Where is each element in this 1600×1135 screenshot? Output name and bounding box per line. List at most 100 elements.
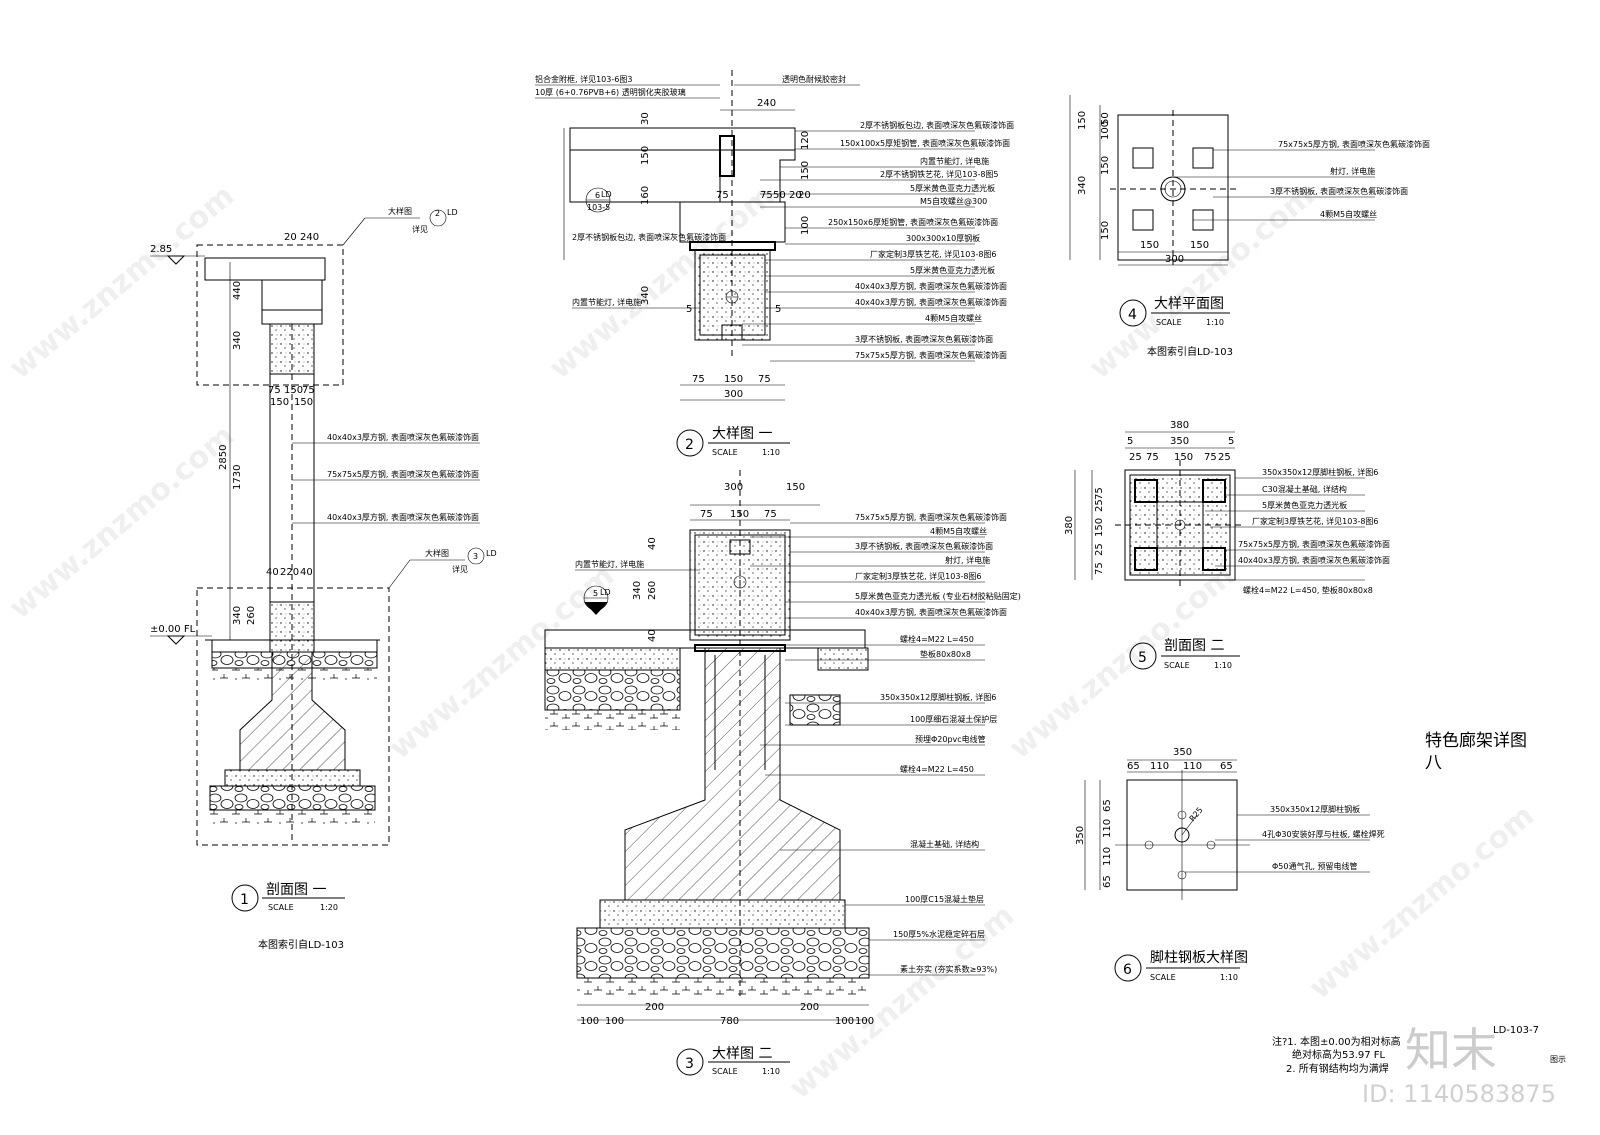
dim-text: 240 [757,98,776,109]
leader-note: 内置节能灯, 详电施 [575,559,644,569]
leader-note: 5厚米黄色亚克力透光板 [910,183,995,193]
detail-number-circle [1129,642,1157,670]
dim-text: 40 [266,567,279,578]
brand-logo: 知末 [1405,1023,1497,1077]
image-id: ID: 1140583875 [1362,1080,1556,1108]
drawing-number: LD-103-7 [1493,1025,1539,1036]
dim-text: 340 [632,581,643,600]
elevation-zero: ±0.00 FL [150,624,196,635]
sheet-title-line2: 八 [1425,753,1442,773]
dim-text: 5 [775,304,781,315]
watermark-text: www.znzmo.com [3,178,241,386]
leader-note: 内置节能灯, 详电施 [920,156,989,166]
leader-note: 5厚米黄色亚克力透光板 [910,265,995,275]
note-line: 绝对标高为53.97 FL [1292,1048,1386,1061]
dim-text: 65 [1102,799,1113,812]
leader-note: 4颗M5自攻螺丝 [1320,209,1377,219]
leader-note: 4孔Φ30安装好厚与柱板, 螺栓焊死 [1262,829,1385,839]
dim-text: 25 [1129,452,1142,463]
section-tag-sub: LD [600,588,611,597]
callout-box-bottom [196,587,390,846]
dim-text: 220 [280,567,299,578]
leader-note: 250x150x6厚矩钢管, 表面喷深灰色氟碳漆饰面 [828,217,998,227]
dim-text: 50 [773,190,786,201]
scale-label: SCALE [268,903,294,912]
watermark-text: www.znzmo.com [3,418,241,626]
dim-text: 20 [789,190,802,201]
scale-label: SCALE [1164,661,1190,670]
detail-5-section: 380 350 5 25 75 150 75 25 5 380 75 25 15… [1064,420,1390,670]
dim-text: 65 [1102,875,1113,888]
dim-text: 75 [764,509,777,520]
leader-note: 3厚不锈钢板, 表面喷深灰色氟碳漆饰面 [855,541,993,551]
dim-text: 75 [700,509,713,520]
detail-reference: 本图索引自LD-103 [1147,345,1233,358]
leader-note: 螺栓4=M22 L=450, 垫板80x80x8 [1243,585,1373,595]
leader-note: 透明色耐候胶密封 [782,74,846,84]
leader-note: 75x75x5厚方钢, 表面喷深灰色氟碳漆饰面 [327,469,479,479]
leader-note: 3厚不锈钢板, 表面喷深灰色氟碳漆饰面 [1270,186,1408,196]
dim-text: 150 [800,161,811,180]
section-tag: 5 [593,589,598,598]
detail-title: 脚柱钢板大样图 [1150,950,1248,966]
general-notes: 注?1. 本图±0.00为相对标高 绝对标高为53.97 FL 2. 所有钢结构… [1272,1035,1401,1075]
detail-reference: 本图索引自LD-103 [258,938,344,951]
leader-note: 螺栓4=M22 L=450 [900,634,974,644]
leader-note: 4颗M5自攻螺丝 [925,313,982,323]
dim-text: 100 [855,1016,874,1027]
dim-text: 150 [640,146,651,165]
leader-note: 4颗M5自攻螺丝 [930,526,987,536]
detail-number: 6 [1123,962,1132,978]
detail-number: 1 [240,892,249,908]
leader-note: Φ50通气孔, 预留电线管 [1272,861,1358,871]
leader-note: 混凝土基础, 详结构 [910,839,979,849]
drawing-number-label: 图示 [1550,1055,1566,1064]
detail-6-plate: R25 350 65 110 110 65 350 65 110 110 65 … [1075,747,1385,982]
leader-note: 5厚米黄色亚克力透光板 (专业石材胶粘贴固定) [855,591,1021,601]
section-tag: 6 [595,191,600,200]
dim-text: 340 [640,286,651,305]
dim-text: 350 [1173,747,1192,758]
dim-text: 25 [1094,499,1105,512]
leader-note: 350x350x12厚脚柱钢板, 详图6 [880,692,996,702]
detail-4-plan: 150 50 100 150 340 150 150 150 300 75x75… [1069,95,1430,358]
leader-note: 75x75x5厚方钢, 表面喷深灰色氟碳漆饰面 [855,512,1007,522]
detail-2-enlarged: 铝合金附框, 详见103-6图3 10厚 (6+0.76PVB+6) 透明钢化夹… [535,70,1014,457]
scale-label: SCALE [712,448,738,457]
scale-value: 1:10 [762,448,780,457]
leader-note: 150x100x5厚矩钢管, 表面喷深灰色氟碳漆饰面 [840,138,1010,148]
detail-number: 2 [685,437,694,453]
dim-text: 150 [1094,518,1105,537]
dim-text: 150 [1100,221,1111,240]
callout-sub: LD [447,208,458,217]
detail-1-section: 2850 440 340 1730 340 260 20 240 75 150 … [150,206,497,951]
dim-text: 300 [724,389,743,400]
elevation-top: 2.85 [150,244,172,255]
scale-label: SCALE [1156,318,1182,327]
leader-note: 素土夯实 (夯实系数≥93%) [900,964,997,974]
dim-text: 780 [720,1016,739,1027]
leader-note: 40x40x3厚方钢, 表面喷深灰色氟碳漆饰面 [855,281,1007,291]
detail-number-circle [1119,299,1147,327]
leader-note: 75x75x5厚方钢, 表面喷深灰色氟碳漆饰面 [855,350,1007,360]
dim-text: 150 [1077,111,1088,130]
note-line: 2. 所有钢结构均为满焊 [1286,1062,1389,1075]
leader-note: 3厚不锈钢板, 表面喷深灰色氟碳漆饰面 [855,334,993,344]
callout-label: 大样图 [388,206,412,216]
detail-number: 3 [685,1056,694,1072]
dim-text: 65 [1220,761,1233,772]
detail-number-circle [676,429,704,457]
dim-text: 75 [302,385,315,396]
dim-text: 25 [1218,452,1231,463]
leader-note: 内置节能灯, 详电施 [572,297,641,307]
section-tag-ref: 103-5 [587,203,610,212]
dim-text: 150 [294,397,313,408]
dim-text: 260 [246,606,257,625]
leader-note: 350x350x12厚脚柱钢板, 详图6 [1262,467,1378,477]
scale-label: SCALE [712,1067,738,1076]
leader-note: 40x40x3厚方钢, 表面喷深灰色氟碳漆饰面 [1238,555,1390,565]
detail-number: 5 [1138,650,1147,666]
scale-value: 1:10 [1214,661,1232,670]
